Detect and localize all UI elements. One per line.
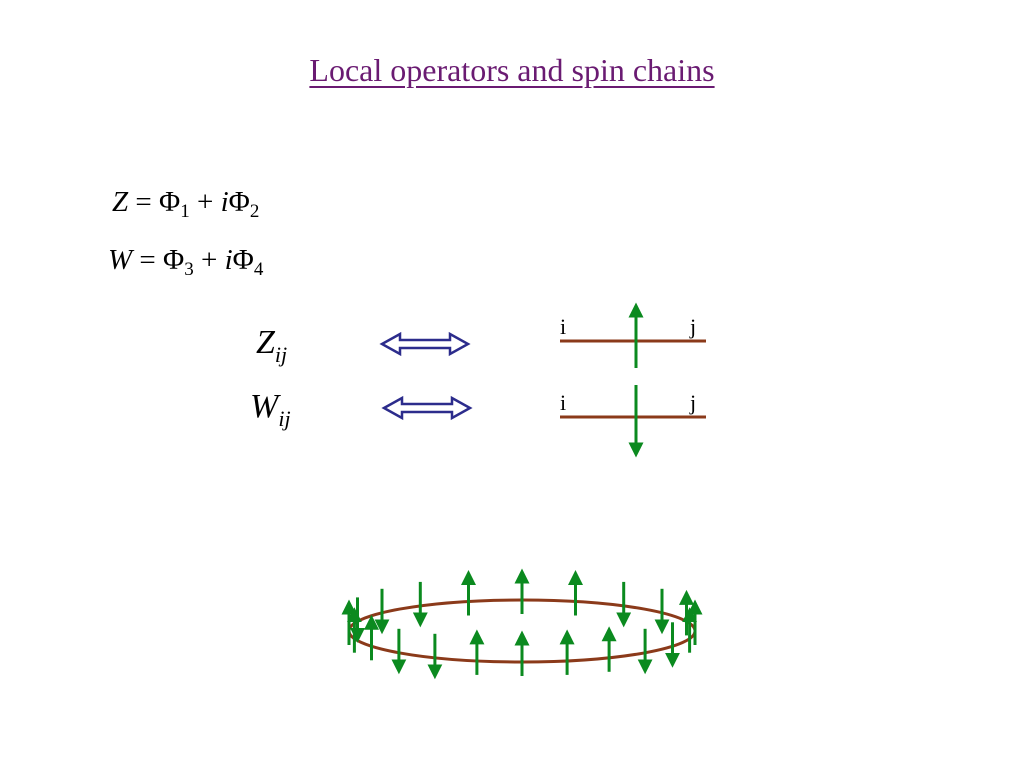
z-operator-symbol: Z <box>256 324 275 361</box>
plus-sign: + <box>196 186 214 218</box>
plus-sign: + <box>200 244 218 276</box>
phi-symbol: Φ <box>159 186 181 218</box>
phi-subscript: 3 <box>184 259 194 280</box>
equivalence-arrow-icon <box>379 331 471 357</box>
w-operator-symbol: W <box>250 388 279 425</box>
phi-subscript: 1 <box>180 201 190 222</box>
phi-subscript: 4 <box>253 259 264 280</box>
z-definition: Z = Φ1 + iΦ2 <box>112 186 259 223</box>
equivalence-arrow-icon <box>381 395 473 421</box>
z-operator-indices: ij <box>274 342 288 367</box>
page-title: Local operators and spin chains <box>309 52 715 88</box>
z-operator: Zij <box>256 324 287 368</box>
phi-subscript: 2 <box>249 201 260 222</box>
w-definition: W = Φ3 + iΦ4 <box>108 244 263 281</box>
w-operator: Wij <box>250 388 291 432</box>
site-label-i: i <box>560 314 567 339</box>
phi-symbol: Φ <box>163 244 185 276</box>
z-symbol: Z <box>112 186 129 218</box>
site-label-i: i <box>560 390 567 415</box>
phi-symbol: Φ <box>228 186 250 218</box>
equals-sign: = <box>139 244 164 276</box>
equals-sign: = <box>135 186 159 218</box>
site-label-j: j <box>690 390 697 415</box>
w-symbol: W <box>108 244 133 276</box>
phi-symbol: Φ <box>232 244 254 276</box>
imaginary-unit: i <box>224 244 233 276</box>
w-operator-indices: ij <box>278 406 291 431</box>
site-label-j: j <box>690 314 697 339</box>
ring-spins <box>341 568 703 680</box>
imaginary-unit: i <box>220 186 229 218</box>
